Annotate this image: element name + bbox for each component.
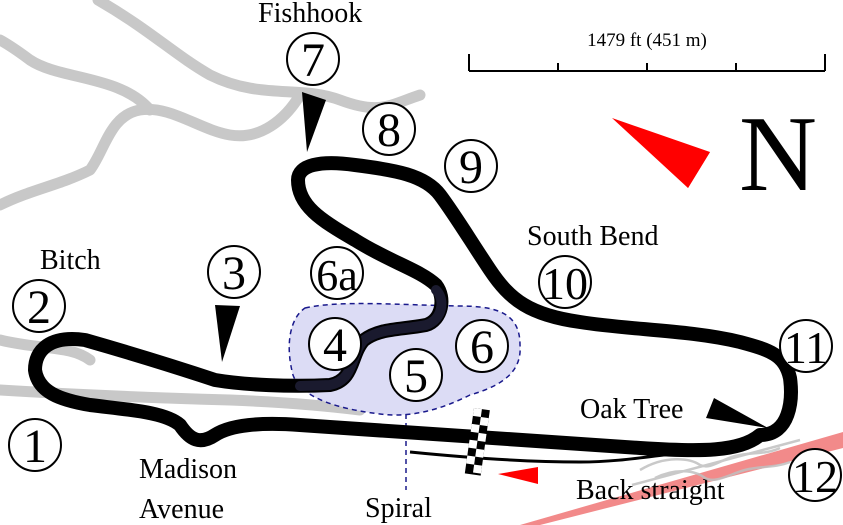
turn-6-marker bbox=[455, 319, 509, 373]
turn-markers bbox=[8, 32, 842, 502]
scale-bar bbox=[468, 54, 826, 72]
oak-tree-pointer bbox=[706, 398, 768, 428]
road-west-upper bbox=[0, 89, 306, 211]
turn-7-label: 7 bbox=[301, 34, 325, 87]
race-direction-arrow bbox=[498, 467, 538, 484]
turn-1-marker bbox=[8, 418, 62, 472]
turn-5-marker bbox=[389, 348, 443, 402]
highlighted-track-section bbox=[295, 285, 447, 391]
turn-8-marker bbox=[362, 102, 416, 156]
turn-1-label: 1 bbox=[23, 420, 47, 473]
turn-2-label: 2 bbox=[27, 281, 51, 334]
turn-12-marker bbox=[788, 448, 842, 502]
turn-2-marker bbox=[12, 279, 66, 333]
turn-10-marker bbox=[538, 255, 592, 309]
turn-12-label: 12 bbox=[792, 451, 838, 502]
turn-11-marker bbox=[779, 319, 833, 373]
bitch-label: Bitch bbox=[40, 245, 101, 276]
turn-8-label: 8 bbox=[377, 104, 401, 157]
turn-7-marker bbox=[286, 32, 340, 86]
turn-4-label: 4 bbox=[323, 319, 347, 372]
pit-lane bbox=[409, 450, 691, 464]
watermark-logo bbox=[631, 438, 801, 487]
turn-6a-marker bbox=[310, 246, 364, 300]
north-label: N bbox=[739, 95, 817, 214]
start-finish-flag bbox=[464, 408, 490, 476]
madison-label-line1: Madison bbox=[139, 454, 237, 485]
turn-9-label: 9 bbox=[459, 141, 483, 194]
turn-10-label: 10 bbox=[542, 258, 588, 309]
scale-bar-label: 1479 ft (451 m) bbox=[587, 30, 707, 51]
oak-tree-label: Oak Tree bbox=[580, 394, 683, 425]
madison-label-line2: Avenue bbox=[139, 494, 224, 525]
fishhook-pointer bbox=[302, 92, 326, 152]
turn-6a-label: 6a bbox=[316, 251, 358, 300]
road-loop bbox=[0, 34, 156, 116]
turn-3-marker bbox=[207, 245, 261, 299]
fishhook-label: Fishhook bbox=[258, 0, 362, 29]
back-straight-band bbox=[520, 432, 843, 525]
north-arrow-icon-notch bbox=[662, 150, 710, 188]
spiral-label: Spiral bbox=[365, 493, 432, 524]
turn-4-marker bbox=[308, 317, 362, 371]
turn-5-label: 5 bbox=[404, 350, 428, 403]
turn-9-marker bbox=[444, 139, 498, 193]
turn3-pointer bbox=[215, 305, 240, 362]
south-bend-label: South Bend bbox=[527, 221, 658, 252]
turn-11-label: 11 bbox=[784, 322, 828, 373]
turn-3-label: 3 bbox=[222, 247, 246, 300]
turn-6-label: 6 bbox=[470, 321, 494, 374]
